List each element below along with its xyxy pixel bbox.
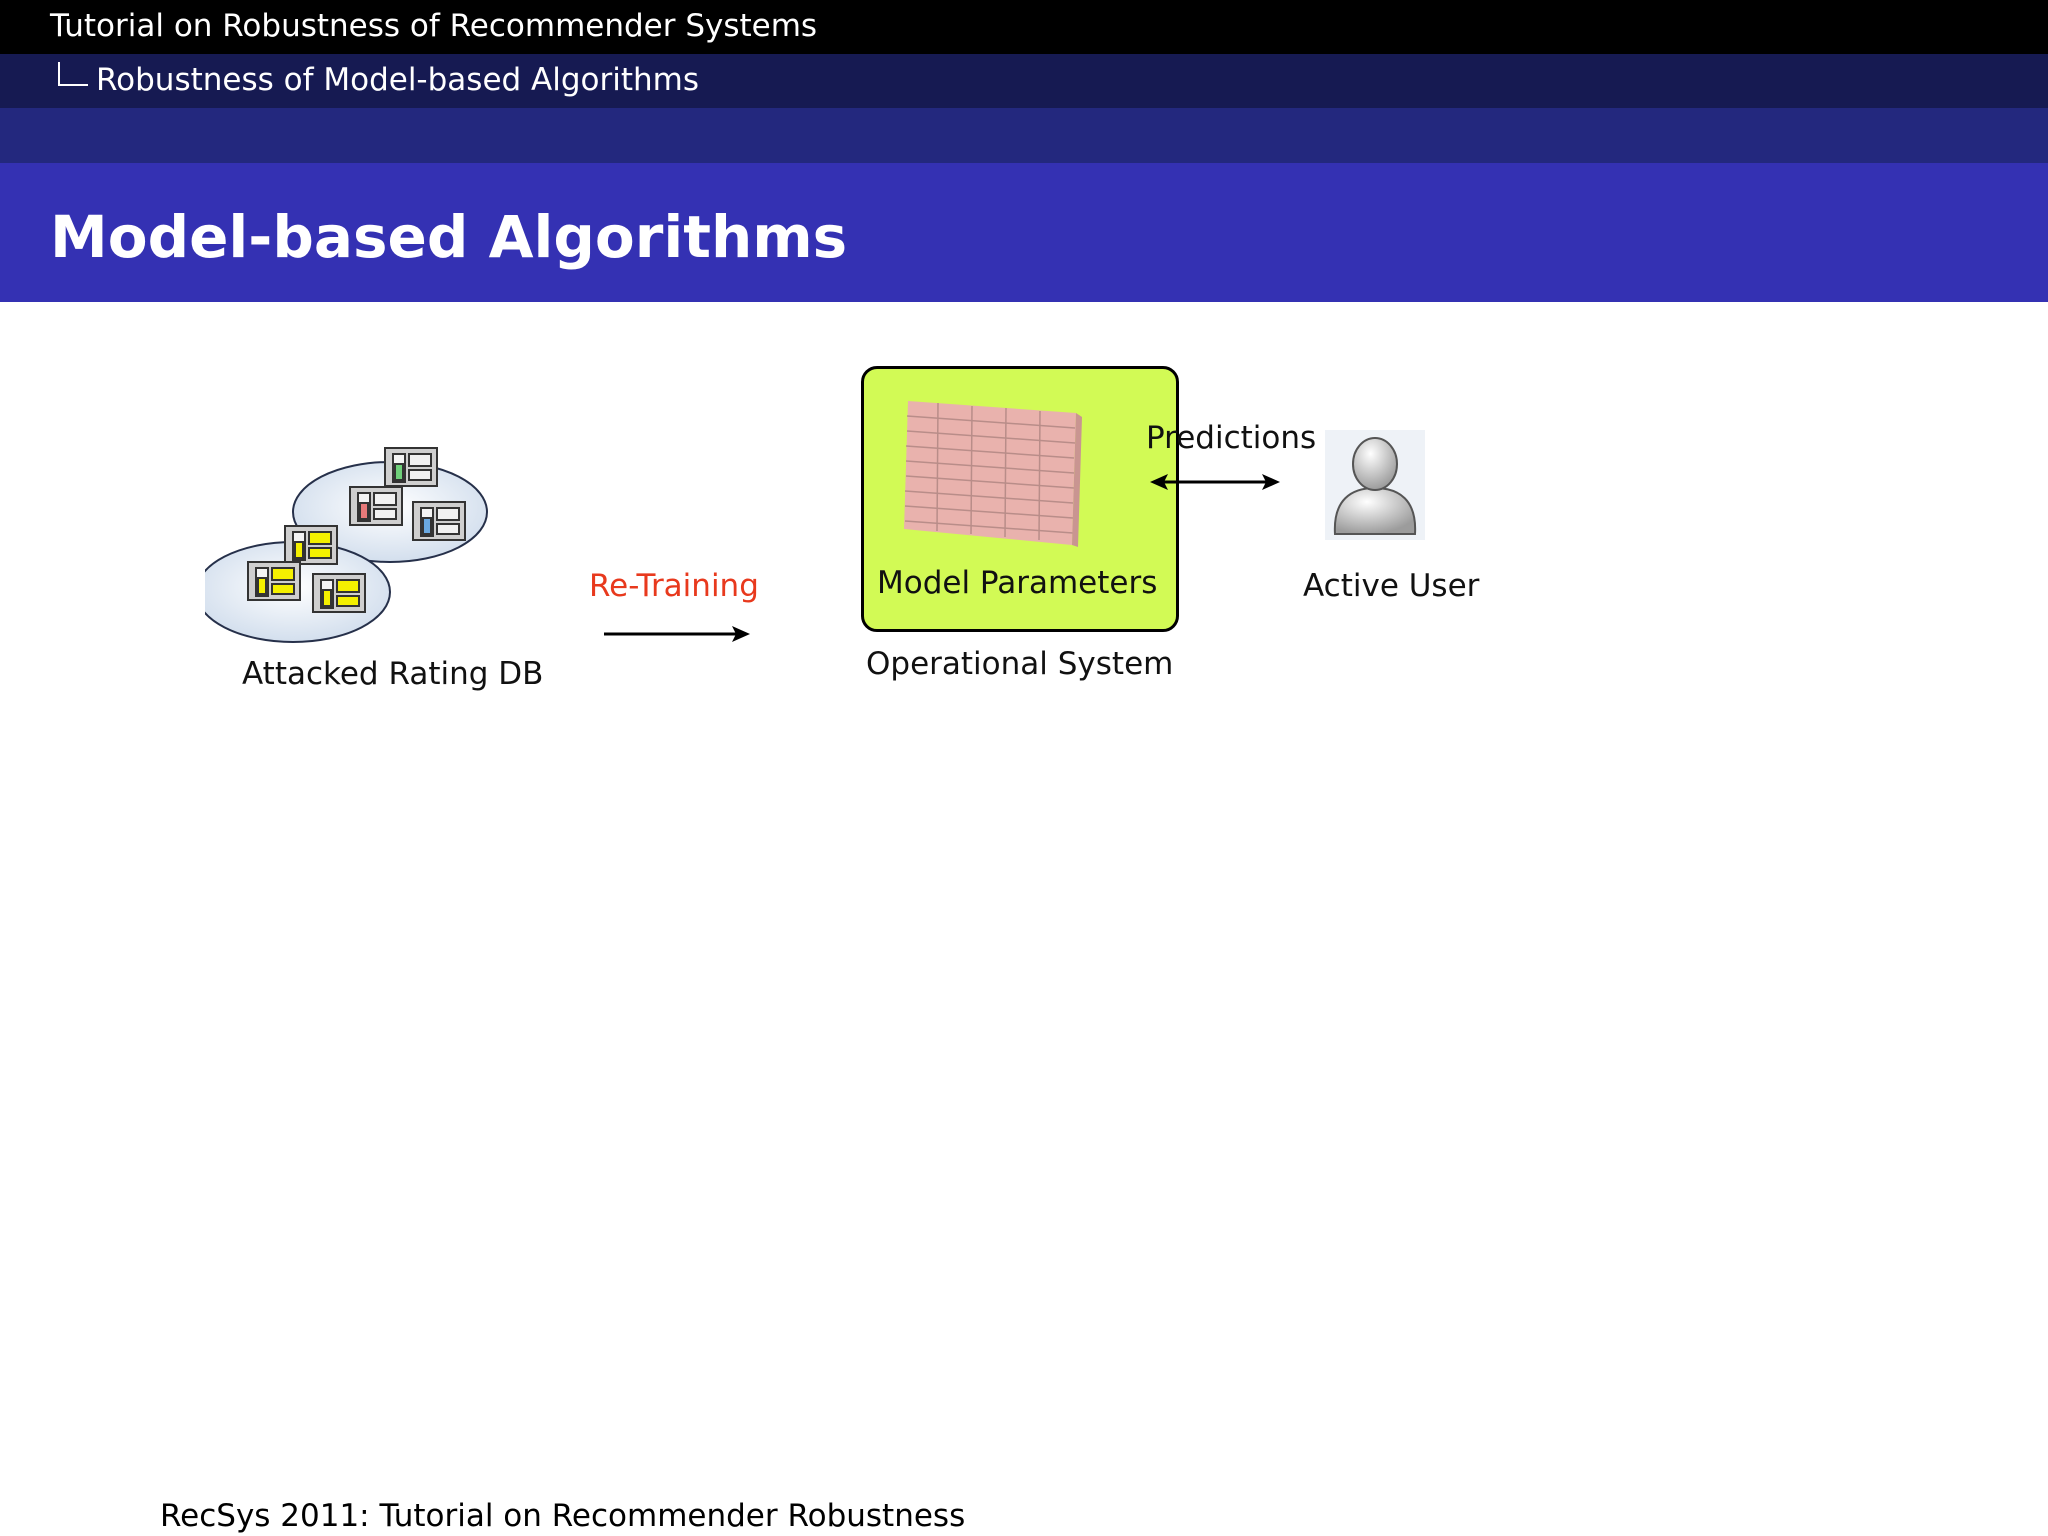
retraining-label: Re-Training bbox=[589, 568, 759, 604]
brick-wall-icon bbox=[904, 401, 1082, 547]
presentation-title-bar: Tutorial on Robustness of Recommender Sy… bbox=[0, 0, 2048, 54]
model-box: Model Parameters bbox=[861, 366, 1179, 632]
model-parameters-label: Model Parameters bbox=[877, 565, 1158, 601]
tree-branch-icon bbox=[58, 62, 88, 86]
active-user-label: Active User bbox=[1303, 568, 1480, 604]
section-bar: Robustness of Model-based Algorithms bbox=[0, 54, 2048, 108]
retraining-arrow-icon bbox=[604, 626, 750, 642]
rating-db-label: Attacked Rating DB bbox=[242, 656, 544, 692]
section-title: Robustness of Model-based Algorithms bbox=[96, 62, 700, 98]
slide-footer: RecSys 2011: Tutorial on Recommender Rob… bbox=[160, 1498, 966, 1534]
diagram: Attacked Rating DB Re-Training bbox=[0, 302, 2048, 722]
operational-system-label: Operational System bbox=[866, 646, 1174, 682]
presentation-title: Tutorial on Robustness of Recommender Sy… bbox=[50, 8, 818, 44]
predictions-label: Predictions bbox=[1146, 420, 1317, 456]
slide-title: Model-based Algorithms bbox=[50, 203, 848, 271]
predictions-arrow-icon bbox=[1150, 474, 1280, 490]
slide-title-bar: Model-based Algorithms bbox=[0, 163, 2048, 302]
header-band bbox=[0, 108, 2048, 163]
rating-db-icon bbox=[205, 447, 488, 643]
user-icon bbox=[1325, 430, 1425, 540]
